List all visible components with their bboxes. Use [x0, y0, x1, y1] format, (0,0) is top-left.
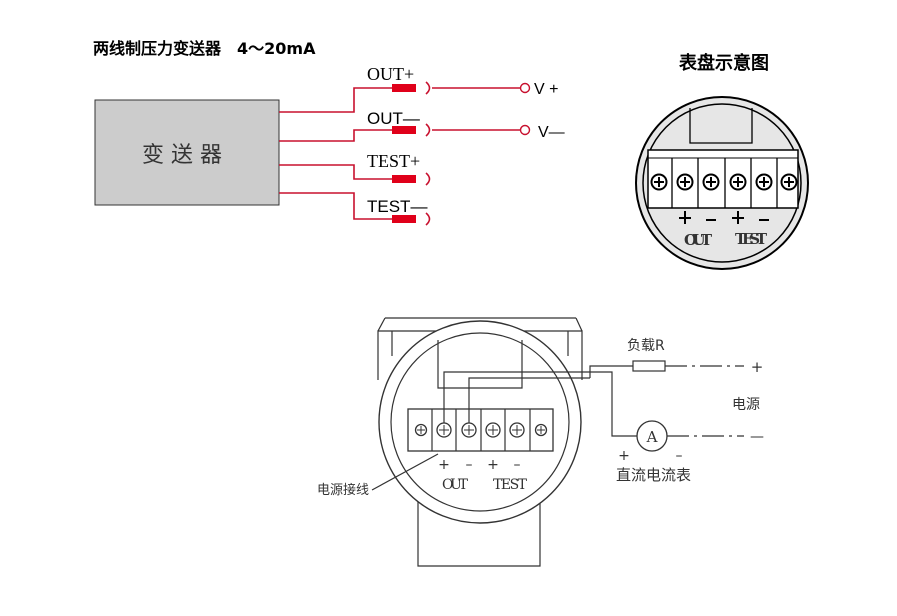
field-label-out: OUT [442, 477, 469, 493]
screw-icon [509, 422, 525, 438]
wire-test-minus-label: TEST— [367, 197, 427, 216]
screw-icon [461, 422, 477, 438]
field-wiring-diagram: + – + – OUT TEST 电源接线 负载R + 电源 A — + – 直… [317, 317, 764, 567]
wire-test-minus: TEST— [279, 192, 431, 226]
ammeter-symbol: A [646, 428, 658, 446]
power-plus-label: + [751, 358, 764, 376]
load-resistor [632, 360, 666, 372]
dial-inner-ring [642, 103, 802, 263]
power-minus-label: — [750, 429, 764, 445]
wire-test-plus: TEST+ [279, 151, 431, 186]
wire-out-plus-label: OUT+ [367, 64, 414, 84]
dial-title: 表盘示意图 [679, 52, 769, 74]
terminal-v-minus-circle [519, 124, 531, 136]
dial-label-test: TEST [735, 230, 768, 248]
power-label: 电源 [732, 397, 760, 413]
transmitter-title: 两线制压力变送器 4〜20mA [93, 39, 316, 58]
field-sign-out-minus: – [466, 457, 473, 473]
screw-icon [650, 173, 668, 191]
screw-icon [676, 173, 694, 191]
field-label-test: TEST [493, 477, 528, 493]
power-wiring-label: 电源接线 [317, 482, 369, 498]
dial-schematic: 表盘示意图 OUT [635, 52, 809, 270]
field-sign-test-minus: – [514, 457, 521, 473]
wire-test-plus-label: TEST+ [367, 151, 420, 171]
transmitter-box-label: 变 送 器 [142, 143, 222, 168]
ammeter-plus-label: + [618, 448, 630, 464]
wire-out-minus: OUT— V— [279, 109, 565, 142]
terminal-v-minus-label: V— [538, 124, 565, 141]
load-label: 负载R [627, 338, 665, 354]
housing-inner-circle [390, 332, 570, 512]
screw-icon [702, 173, 720, 191]
dial-terminal-strip [647, 149, 799, 209]
screw-icon [414, 423, 428, 437]
field-screws [414, 422, 548, 438]
terminal-v-plus-circle [519, 82, 531, 94]
ammeter-minus-label: – [676, 448, 683, 464]
dial-screws [650, 173, 798, 191]
screw-icon [780, 173, 798, 191]
field-sign-test-plus: + [487, 457, 499, 473]
ammeter-label: 直流电流表 [616, 466, 691, 484]
transmitter-wiring-diagram: 两线制压力变送器 4〜20mA 变 送 器 OUT+ V + OUT— V— [93, 39, 565, 226]
terminal-v-plus-label: V + [534, 81, 558, 98]
wire-out-plus: OUT+ V + [279, 64, 558, 113]
field-sign-out-plus: + [438, 457, 450, 473]
screw-icon [729, 173, 747, 191]
screw-icon [436, 422, 452, 438]
wire-out-minus-label: OUT— [367, 109, 420, 128]
screw-icon [534, 423, 548, 437]
screw-icon [485, 422, 501, 438]
dial-polarity-marks [679, 211, 769, 224]
transmitter-box [94, 99, 280, 206]
screw-icon [755, 173, 773, 191]
dial-label-out: OUT [684, 231, 713, 249]
